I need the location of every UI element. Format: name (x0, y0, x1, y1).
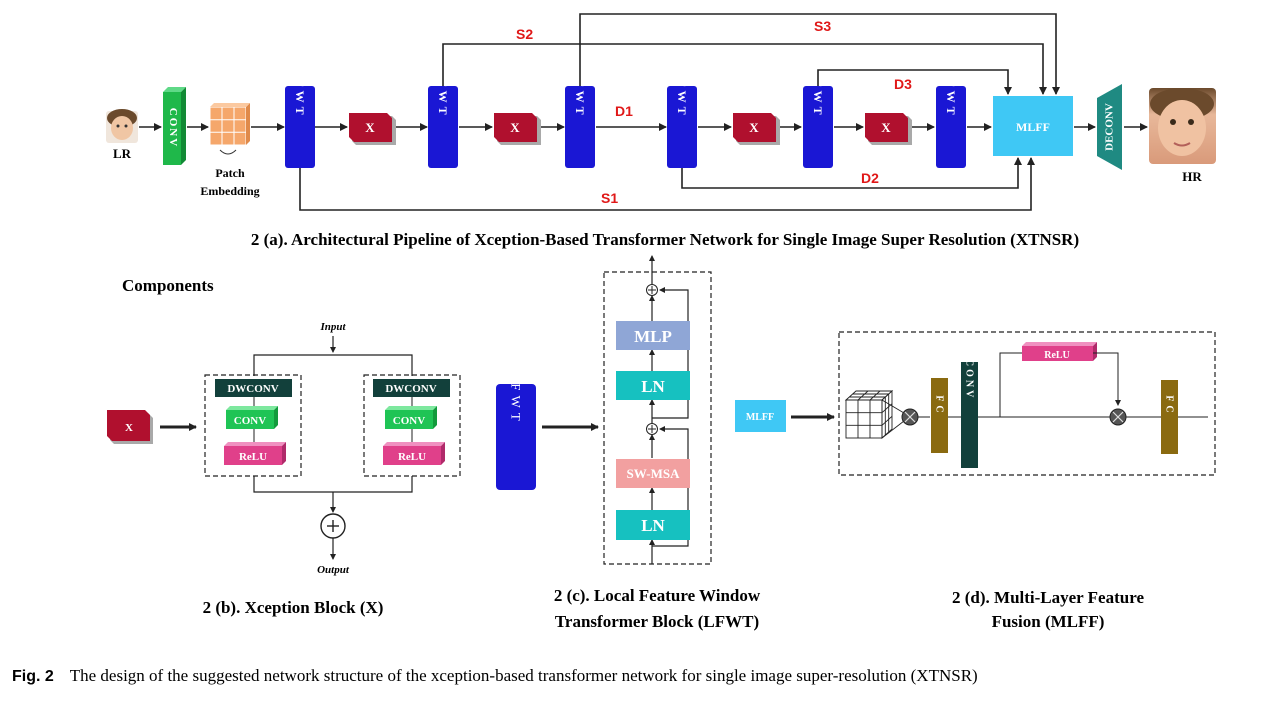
x-block-2 (494, 113, 541, 145)
hr-label: HR (1182, 169, 1202, 184)
x-block-1 (349, 113, 396, 145)
skip-s2 (442, 43, 1047, 95)
skip-d2 (681, 157, 1022, 189)
mlff-fc-1: FC (934, 395, 945, 416)
mlff-text: MLFF (1016, 120, 1050, 134)
lfwt-block-4 (667, 86, 697, 168)
mlff-d-text: MLFF (746, 412, 774, 423)
xception-output: Output (317, 564, 350, 576)
label-d2: D2 (861, 170, 879, 186)
xception-dwconv-right: DWCONV (385, 383, 436, 395)
caption-c-line2: Transformer Block (LFWT) (555, 612, 759, 631)
caption-a: 2 (a). Architectural Pipeline of Xceptio… (251, 230, 1079, 249)
lfwt-text-1: LFWT (293, 67, 307, 118)
caption-d-line2: Fusion (MLFF) (992, 612, 1105, 631)
patch-label-line1: Patch (215, 166, 245, 180)
lfwt-text-4: LFWT (675, 67, 689, 118)
label-s3: S3 (814, 18, 831, 34)
deconv-text: DECONV (1104, 103, 1116, 151)
lfwt-text-5: LFWT (811, 67, 825, 118)
xception-relu-right: ReLU (398, 451, 426, 463)
x-text-2: X (510, 120, 520, 135)
skip-connections (299, 13, 1060, 211)
mlff-relu: ReLU (1044, 350, 1070, 361)
lfwt-text-2: LFWT (436, 67, 450, 118)
lr-image (106, 109, 138, 143)
mlff-block (993, 96, 1073, 156)
label-d1: D1 (615, 103, 633, 119)
lr-label: LR (113, 146, 132, 161)
xception-relu-left: ReLU (239, 451, 267, 463)
skip-s3 (579, 13, 1060, 95)
caption-b: 2 (b). Xception Block (X) (203, 598, 384, 617)
xception-input: Input (319, 321, 346, 333)
lfwt-block-2 (428, 86, 458, 168)
lfwt-swmsa: SW-MSA (627, 466, 681, 481)
label-s2: S2 (516, 26, 533, 42)
fig-caption-label: Fig. 2 (12, 668, 54, 685)
xception-conv-right: CONV (393, 415, 425, 427)
xception-diagram (107, 336, 461, 560)
lfwt-c-text: LFWT (509, 370, 524, 425)
lfwt-ln-top: LN (641, 377, 665, 396)
fig-caption-text: The design of the suggested network stru… (70, 666, 978, 685)
skip-s1 (299, 157, 1035, 211)
label-s1: S1 (601, 190, 618, 206)
patch-label-line2: Embedding (200, 184, 259, 198)
conv-text: CONV (167, 108, 179, 148)
hr-image (1149, 88, 1216, 164)
x-block-4 (865, 113, 912, 145)
x-text-4: X (881, 120, 891, 135)
lfwt-block-6 (936, 86, 966, 168)
x-block-3 (733, 113, 780, 145)
skip-d3 (817, 69, 1012, 95)
lfwt-block-1 (285, 86, 315, 168)
x-text-3: X (749, 120, 759, 135)
deconv-block (1097, 84, 1122, 170)
xception-conv-left: CONV (234, 415, 266, 427)
mlff-fc-2: FC (1164, 395, 1175, 416)
lfwt-ln-bottom: LN (641, 516, 665, 535)
conv-block (163, 87, 186, 165)
feature-cube-icon (844, 389, 894, 440)
mlff-dwconv: DWCONV (964, 336, 975, 401)
lfwt-diagram (496, 255, 712, 565)
label-d3: D3 (894, 76, 912, 92)
caption-c-line1: 2 (c). Local Feature Window (554, 586, 761, 605)
caption-d-line1: 2 (d). Multi-Layer Feature (952, 588, 1144, 607)
lfwt-block-5 (803, 86, 833, 168)
lfwt-text-6: LFWT (944, 67, 958, 118)
patch-embedding-icon (209, 103, 250, 155)
xception-dwconv-left: DWCONV (227, 383, 278, 395)
xception-x-text: X (125, 422, 133, 434)
lfwt-mlp: MLP (634, 327, 672, 346)
lfwt-block-3 (565, 86, 595, 168)
lfwt-text-3: LFWT (573, 67, 587, 118)
x-text-1: X (365, 120, 375, 135)
components-heading: Components (122, 276, 214, 295)
fig-caption: Fig. 2 The design of the suggested netwo… (12, 666, 978, 685)
mlff-diagram (735, 331, 1216, 476)
